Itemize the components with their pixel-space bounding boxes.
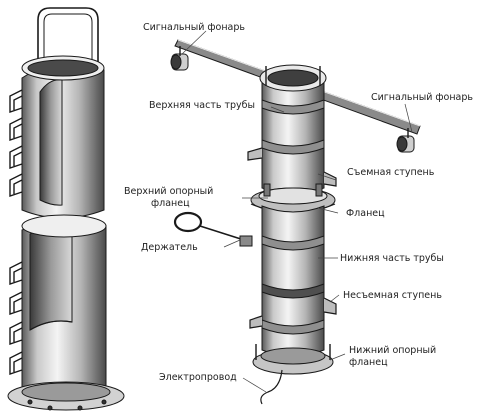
holder xyxy=(173,211,253,247)
label-upper-pipe: Верхняя часть трубы xyxy=(149,100,256,111)
lower-support-flange xyxy=(252,344,334,375)
signal-lamp-right xyxy=(396,128,415,153)
label-signal-lamp-right: Сигнальный фонарь xyxy=(371,92,474,103)
top-handle xyxy=(37,7,99,70)
label-upper-flange-line1: Верхний опорный xyxy=(124,186,214,197)
assembled-pipe xyxy=(170,39,421,405)
upper-section-rungs xyxy=(9,89,23,197)
label-removable-step: Съемная ступень xyxy=(347,167,435,178)
upper-section-body xyxy=(21,62,105,219)
label-electric-wire: Электропровод xyxy=(159,372,237,383)
label-holder: Держатель xyxy=(141,242,198,253)
label-flange: Фланец xyxy=(346,208,385,219)
upper-section-cutaway xyxy=(9,7,105,219)
label-signal-lamp-left: Сигнальный фонарь xyxy=(143,22,246,33)
label-lower-flange-line2: фланец xyxy=(349,357,388,368)
label-lower-pipe: Нижняя часть трубы xyxy=(340,253,444,264)
label-upper-flange-line2: фланец xyxy=(151,198,190,209)
electric-wire xyxy=(260,369,283,405)
fixed-step xyxy=(323,297,337,315)
label-fixed-step: Несъемная ступень xyxy=(343,290,442,301)
signal-lamp-left xyxy=(170,46,189,71)
removable-step xyxy=(323,171,337,187)
label-lower-flange-line1: Нижний опорный xyxy=(349,345,437,356)
lower-section-cutaway xyxy=(7,214,125,411)
lower-section-rungs xyxy=(9,261,23,375)
upper-pipe-body xyxy=(261,79,325,194)
leader-lines xyxy=(181,30,413,393)
